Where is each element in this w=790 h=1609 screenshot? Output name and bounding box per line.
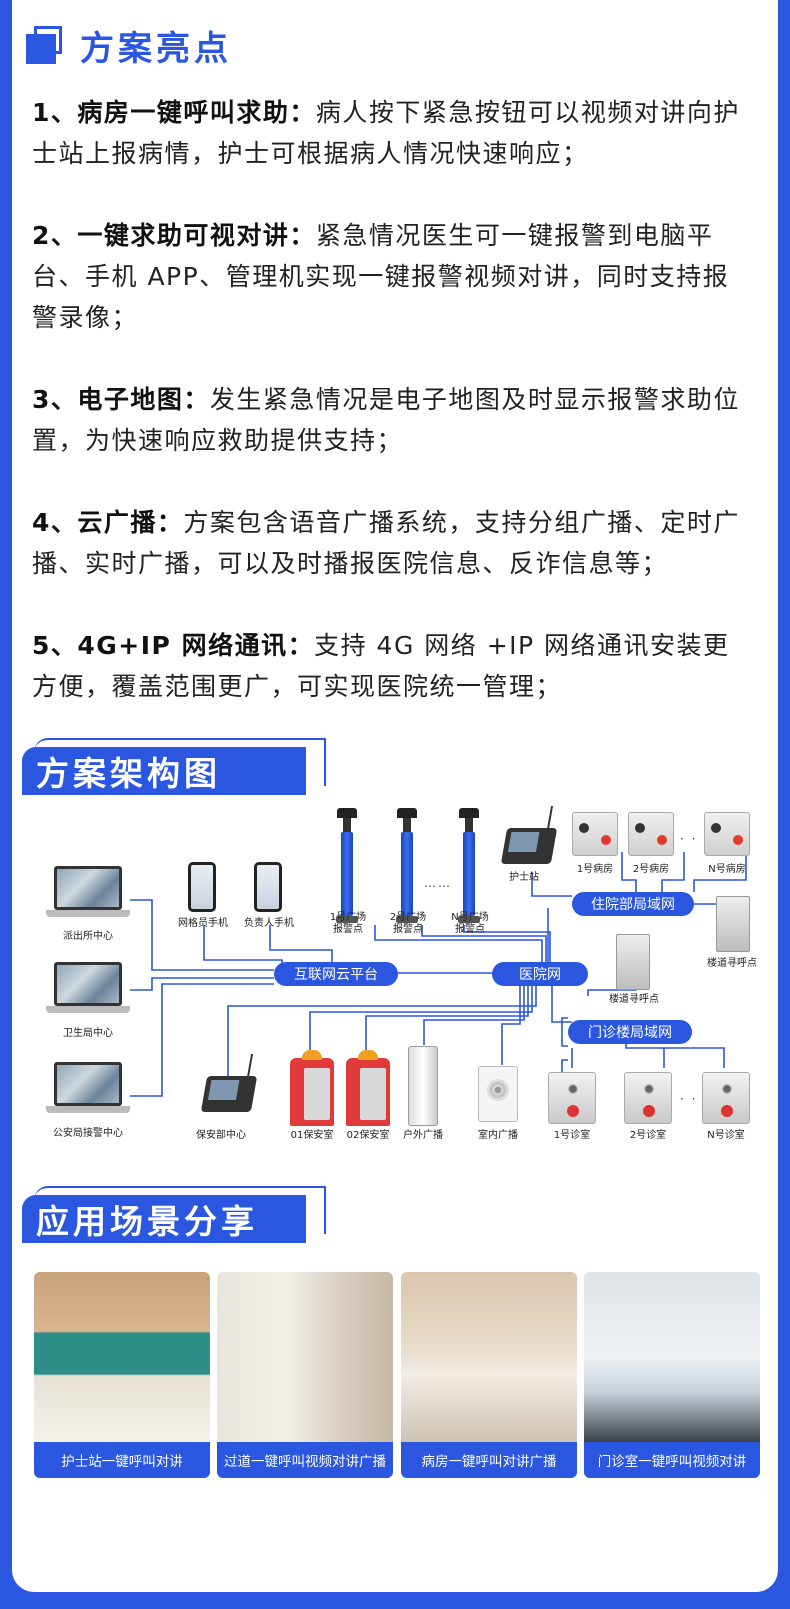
scene-caption: 护士站一键呼叫对讲 xyxy=(34,1442,210,1478)
label-police-station: 派出所中心 xyxy=(63,931,113,942)
label-corridor-2: 楼道寻呼点 xyxy=(609,994,659,1005)
scene-photos: 护士站一键呼叫对讲 过道一键呼叫视频对讲广播 病房一键呼叫对讲广播 门诊室一键呼… xyxy=(34,1272,760,1478)
scene-photo-corridor: 过道一键呼叫视频对讲广播 xyxy=(217,1272,393,1478)
connection-lines xyxy=(130,852,747,1097)
guard-alarm-1 xyxy=(290,1050,334,1126)
highlight-text: 紧急情况医生可一键报警到电脑平台、手机 APP、管理机实现一键报警视频对讲，同时… xyxy=(32,221,730,332)
highlight-label: 4、云广播： xyxy=(32,508,184,537)
outdoor-speaker xyxy=(408,1046,438,1126)
architecture-diagram: 派出所中心 卫生局中心 公安局接警中心 网格员手机 负责人手机 …… 1号广场 … xyxy=(32,800,762,1155)
scene-image xyxy=(34,1272,210,1442)
clinic-ellipsis: · · · xyxy=(680,1092,710,1106)
scenes-title: 应用场景分享 xyxy=(22,1195,306,1243)
label-public-security: 公安局接警中心 xyxy=(53,1128,123,1139)
pole-ellipsis: …… xyxy=(424,876,452,890)
nurse-console-icon xyxy=(500,806,558,864)
scene-caption: 门诊室一键呼叫视频对讲 xyxy=(584,1442,760,1478)
phone-manager xyxy=(254,862,282,912)
highlights-title: 方案亮点 xyxy=(80,28,232,69)
alarm-pole-1 xyxy=(334,808,360,923)
label-health-bureau: 卫生局中心 xyxy=(63,1028,113,1039)
corridor-unit-1 xyxy=(716,896,750,952)
highlight-label: 5、4G+IP 网络通讯： xyxy=(32,631,315,660)
label-clinic-1: 1号诊室 xyxy=(553,1130,591,1141)
ward-panel-1 xyxy=(572,812,618,856)
label-ward-2: 2号病房 xyxy=(632,864,670,875)
laptop-health-bureau xyxy=(46,962,130,1016)
label-clinic-n: N号诊室 xyxy=(707,1130,745,1141)
label-guard-1: 01保安室 xyxy=(290,1130,334,1141)
label-security-center: 保安部中心 xyxy=(196,1130,246,1141)
architecture-title: 方案架构图 xyxy=(22,747,306,795)
label-ward-1: 1号病房 xyxy=(576,864,614,875)
guard-alarm-2 xyxy=(346,1050,390,1126)
clinic-panel-2 xyxy=(624,1072,672,1124)
highlights-header: 方案亮点 xyxy=(26,20,232,70)
hub-hospital-net: 医院网 xyxy=(492,962,588,986)
highlights-list: 1、病房一键呼叫求助：病人按下紧急按钮可以视频对讲向护士站上报病情，护士可根据病… xyxy=(32,92,752,748)
label-corridor-1: 楼道寻呼点 xyxy=(707,958,757,969)
label-nurse-station: 护士站 xyxy=(509,872,539,883)
highlight-label: 3、电子地图： xyxy=(32,385,210,414)
label-pole-n: N号广场 报警点 xyxy=(451,912,489,935)
phone-grid xyxy=(188,862,216,912)
ward-ellipsis: · · · xyxy=(680,832,710,846)
clinic-panel-n xyxy=(702,1072,750,1124)
scene-photo-nurse-station: 护士站一键呼叫对讲 xyxy=(34,1272,210,1478)
scene-image xyxy=(401,1272,577,1442)
label-ward-n: N号病房 xyxy=(708,864,746,875)
scene-caption: 病房一键呼叫对讲广播 xyxy=(401,1442,577,1478)
highlight-text: 病人按下紧急按钮可以视频对讲向护士站上报病情，护士可根据病人情况快速响应； xyxy=(32,98,740,168)
ward-panel-n xyxy=(704,812,750,856)
laptop-public-security xyxy=(46,1062,130,1116)
highlight-item: 2、一键求助可视对讲：紧急情况医生可一键报警到电脑平台、手机 APP、管理机实现… xyxy=(32,215,752,338)
security-console-icon xyxy=(200,1054,258,1112)
alarm-pole-2 xyxy=(394,808,420,923)
scene-image xyxy=(217,1272,393,1442)
highlight-item: 3、电子地图：发生紧急情况是电子地图及时显示报警求助位置，为快速响应救助提供支持… xyxy=(32,379,752,461)
label-guard-2: 02保安室 xyxy=(346,1130,390,1141)
label-pole-2: 2号广场 报警点 xyxy=(389,912,427,935)
highlight-text: 方案包含语音广播系统，支持分组广播、定时广播、实时广播，可以及时播报医院信息、反… xyxy=(32,508,740,578)
hub-inpatient-lan: 住院部局域网 xyxy=(572,892,694,916)
indoor-speaker xyxy=(478,1066,518,1122)
highlight-item: 5、4G+IP 网络通讯：支持 4G 网络 +IP 网络通讯安装更方便，覆盖范围… xyxy=(32,625,752,707)
scene-photo-ward: 病房一键呼叫对讲广播 xyxy=(401,1272,577,1478)
label-clinic-2: 2号诊室 xyxy=(629,1130,667,1141)
content-card: 方案亮点 1、病房一键呼叫求助：病人按下紧急按钮可以视频对讲向护士站上报病情，护… xyxy=(12,0,778,1592)
label-outdoor: 户外广播 xyxy=(403,1130,443,1141)
square-icon xyxy=(26,26,64,64)
hub-outpatient-lan: 门诊楼局域网 xyxy=(568,1020,692,1044)
highlight-item: 1、病房一键呼叫求助：病人按下紧急按钮可以视频对讲向护士站上报病情，护士可根据病… xyxy=(32,92,752,174)
ward-panel-2 xyxy=(628,812,674,856)
label-indoor: 室内广播 xyxy=(478,1130,518,1141)
scene-caption: 过道一键呼叫视频对讲广播 xyxy=(217,1442,393,1478)
alarm-pole-n xyxy=(456,808,482,923)
label-pole-1: 1号广场 报警点 xyxy=(329,912,367,935)
highlight-text: 发生紧急情况是电子地图及时显示报警求助位置，为快速响应救助提供支持； xyxy=(32,385,740,455)
highlight-item: 4、云广播：方案包含语音广播系统，支持分组广播、定时广播、实时广播，可以及时播报… xyxy=(32,502,752,584)
highlight-label: 1、病房一键呼叫求助： xyxy=(32,98,316,127)
scene-image xyxy=(584,1272,760,1442)
highlight-text: 支持 4G 网络 +IP 网络通讯安装更方便，覆盖范围更广，可实现医院统一管理； xyxy=(32,631,730,701)
scene-photo-clinic: 门诊室一键呼叫视频对讲 xyxy=(584,1272,760,1478)
clinic-panel-1 xyxy=(548,1072,596,1124)
hub-cloud: 互联网云平台 xyxy=(274,962,398,986)
label-manager-phone: 负责人手机 xyxy=(244,918,294,929)
label-grid-phone: 网格员手机 xyxy=(178,918,228,929)
laptop-police-station xyxy=(46,866,130,920)
corridor-unit-2 xyxy=(616,934,650,990)
highlight-label: 2、一键求助可视对讲： xyxy=(32,221,316,250)
